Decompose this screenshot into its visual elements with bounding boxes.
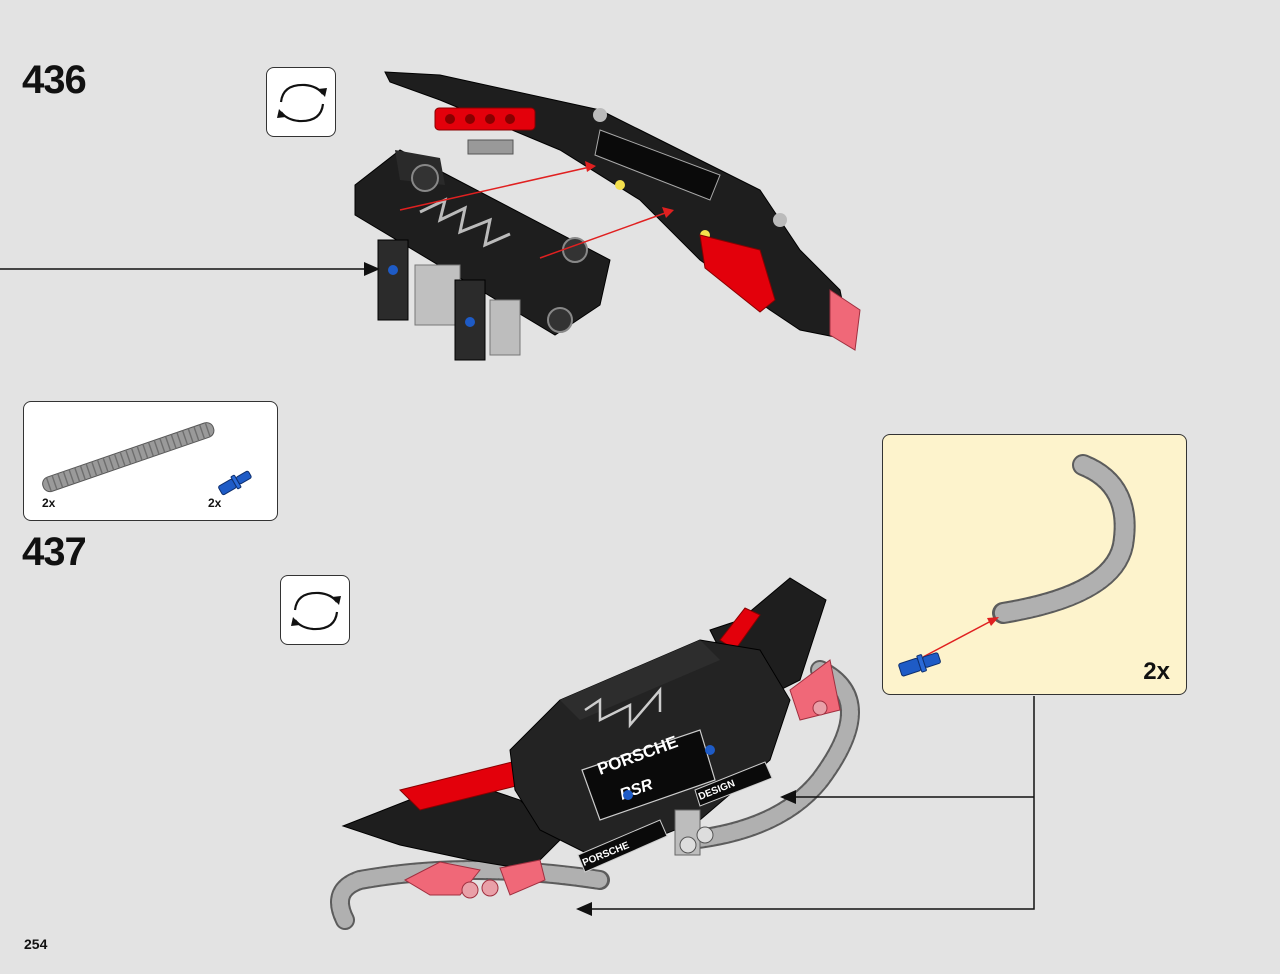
pin-quantity: 2x — [208, 496, 222, 510]
blue-axle-pin-icon — [898, 652, 941, 677]
hose-quantity: 2x — [42, 496, 56, 510]
rotate-model-icon — [266, 67, 336, 137]
ribbed-hose-icon — [42, 422, 215, 493]
step-number-437: 437 — [22, 530, 87, 574]
callout-quantity: 2x — [1143, 658, 1170, 685]
parts-list: 2x 2x — [23, 401, 278, 521]
step-436-base-assembly — [354, 149, 611, 361]
step-436-top-assembly — [384, 71, 861, 351]
sub-assembly-callout: 2x — [882, 434, 1187, 695]
step-437-assembly: PORSCHE RSR DESIGN PORSCHE — [330, 577, 860, 930]
blue-axle-pin-icon — [218, 470, 252, 496]
hose-assembly-illustration — [898, 454, 1136, 677]
step-number-436: 436 — [22, 58, 87, 102]
page-number: 254 — [24, 936, 48, 952]
rotate-model-icon — [280, 575, 350, 645]
